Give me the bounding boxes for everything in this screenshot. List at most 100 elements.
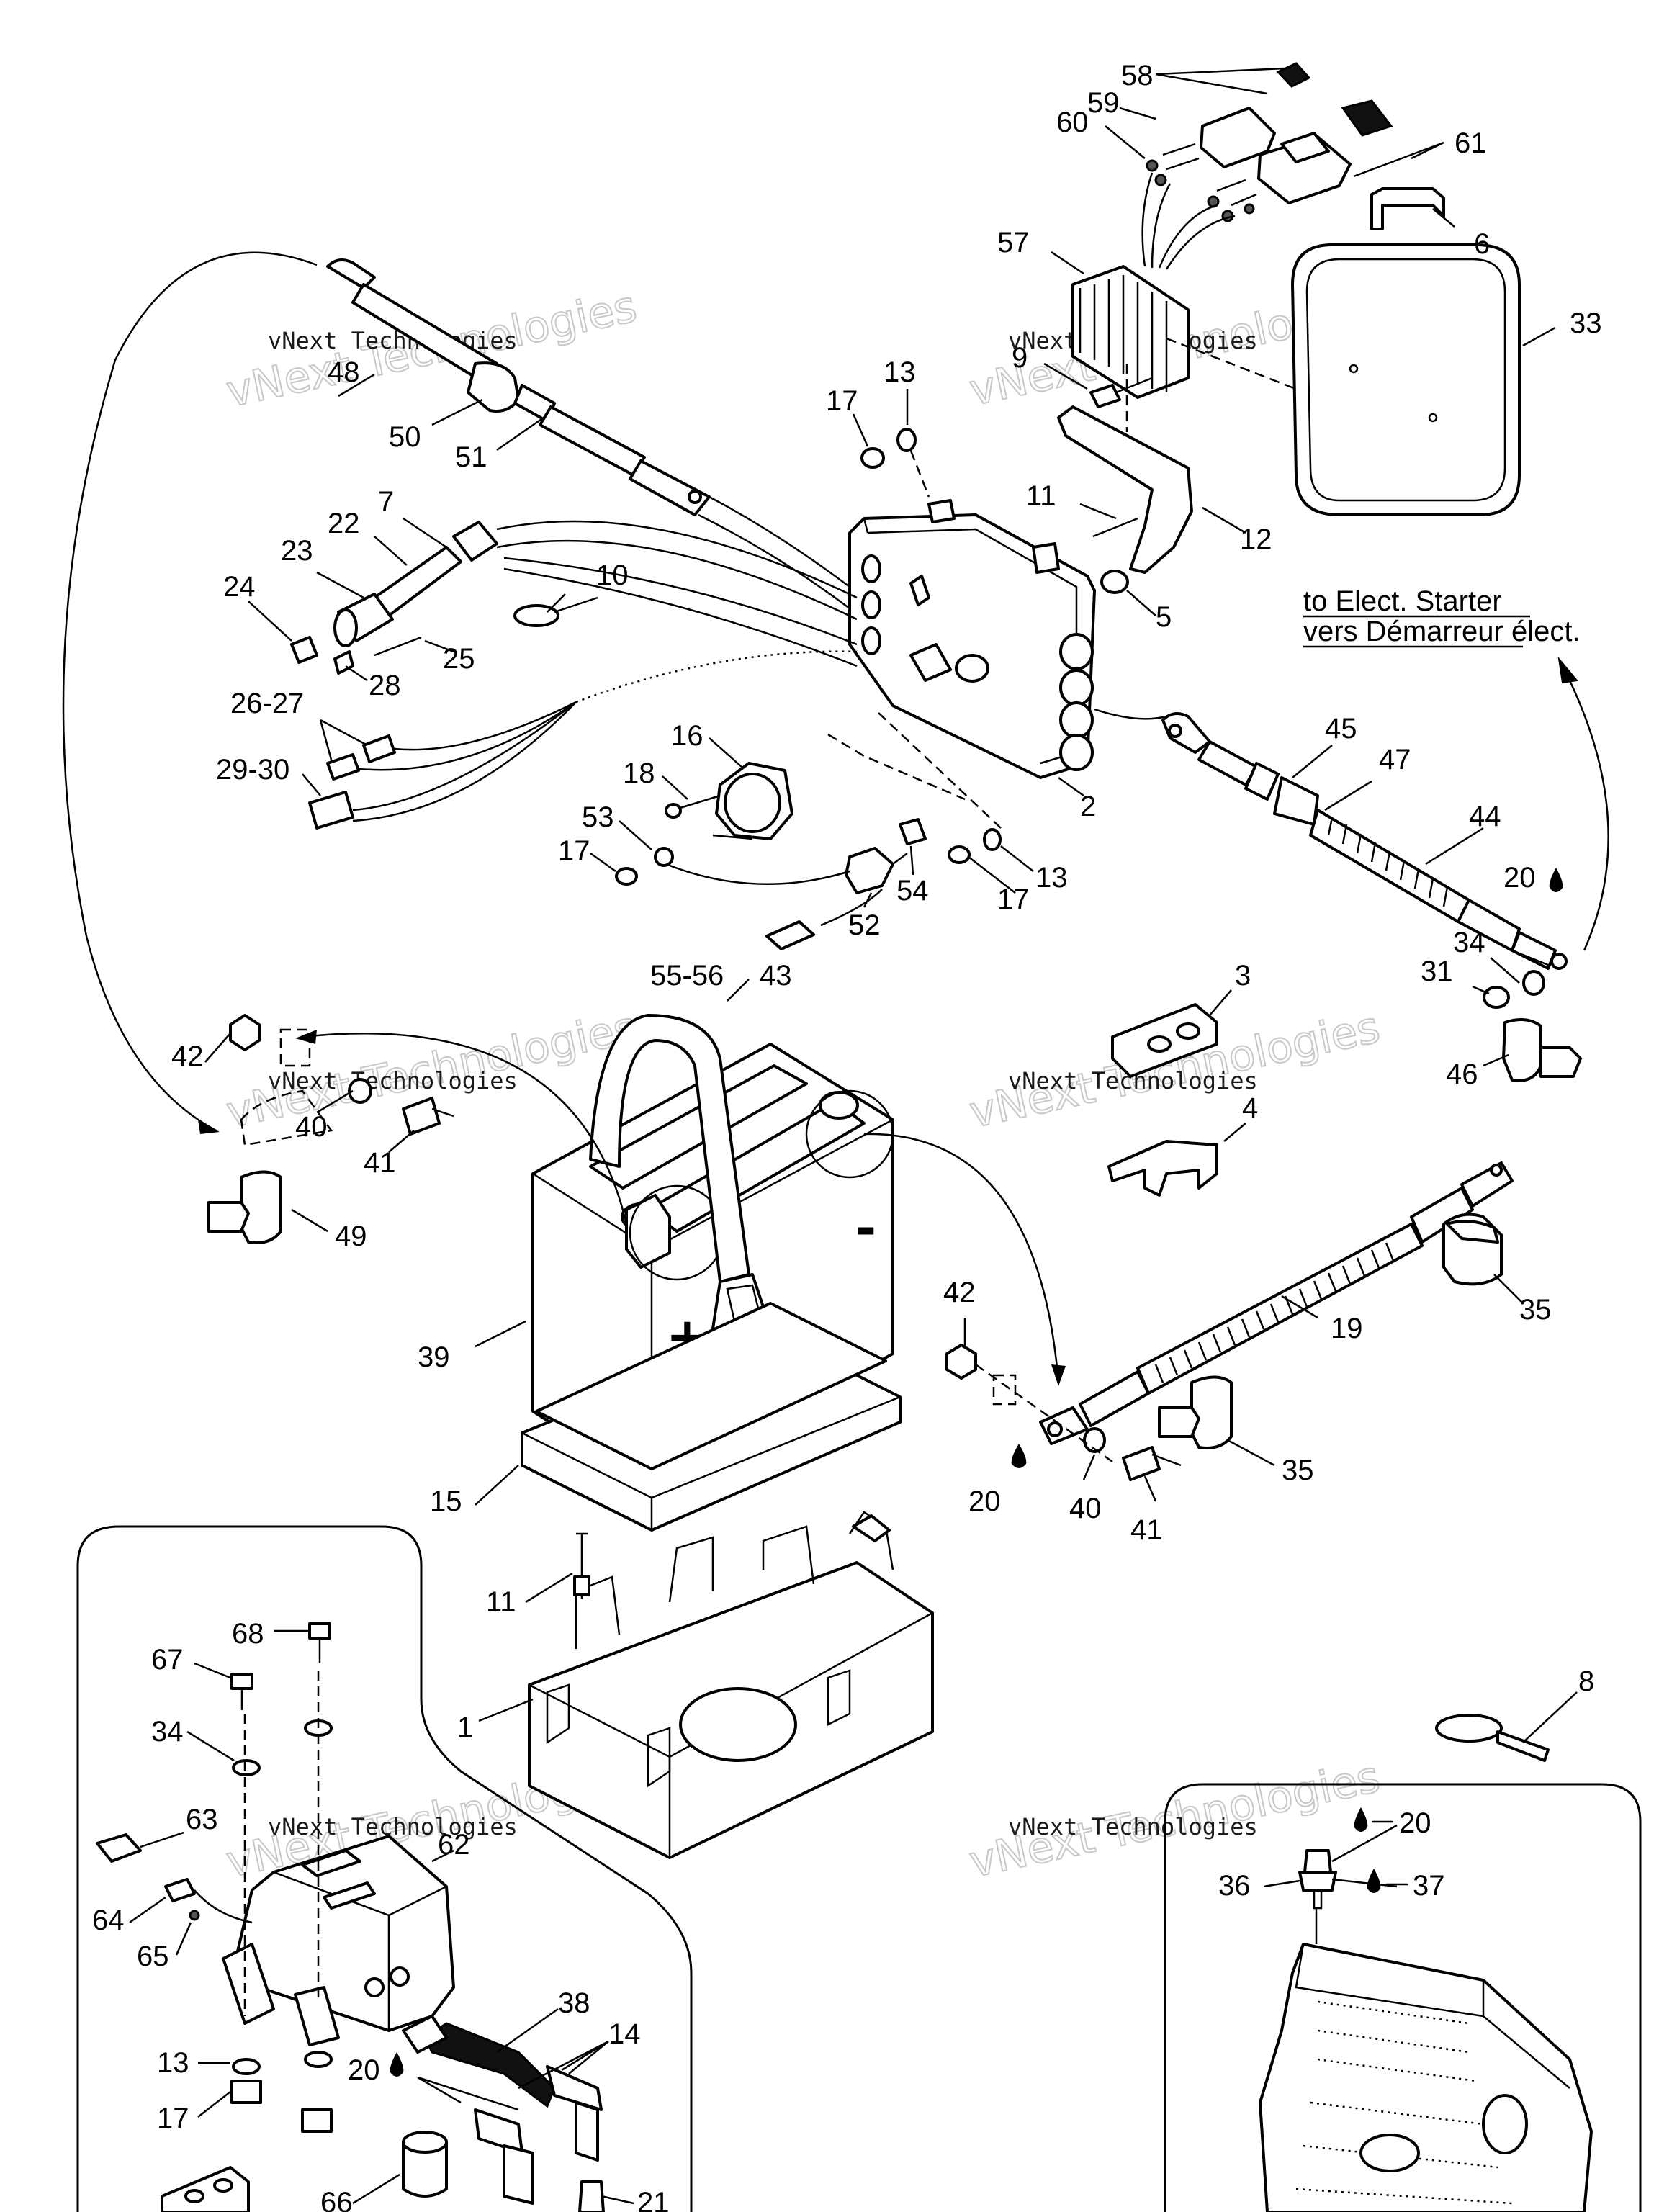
- arrow-head-negative: [1051, 1364, 1066, 1386]
- callout-2: 2: [1080, 791, 1096, 822]
- callout-64: 64: [92, 1905, 125, 1936]
- callout-67: 67: [151, 1644, 184, 1676]
- harness-22: [373, 520, 858, 667]
- callout-14: 14: [608, 2018, 641, 2050]
- starter-solenoid: [665, 762, 793, 840]
- callout-44: 44: [1469, 801, 1501, 832]
- fuse-54: [899, 818, 927, 845]
- bracket-12: [1057, 364, 1193, 574]
- inset-plug-21: [578, 2180, 605, 2212]
- boot-35-lower: [1158, 1375, 1233, 1449]
- callout-53: 53: [582, 801, 614, 833]
- connector-24: [290, 636, 318, 664]
- connector-23: [333, 593, 394, 647]
- callout-65: 65: [137, 1941, 169, 1972]
- arrow-negative-cable: [863, 1133, 1060, 1383]
- inset-starter-relay: [222, 1835, 455, 2046]
- cable-tie-10: [513, 596, 598, 627]
- callout-47: 47: [1379, 744, 1411, 775]
- callout-62: 62: [438, 1829, 470, 1861]
- callout-24: 24: [223, 571, 256, 603]
- cable-48-51: [326, 258, 850, 610]
- callout-25: 25: [443, 643, 475, 675]
- callout-51: 51: [455, 441, 487, 473]
- callout-40-right: 40: [1069, 1493, 1102, 1524]
- battery-pad-15: [521, 1302, 902, 1532]
- callout-35-upper: 35: [1519, 1294, 1552, 1326]
- inset-frame-left: [76, 1525, 693, 2212]
- callout-38: 38: [558, 1987, 590, 2019]
- callout-3: 3: [1235, 960, 1251, 992]
- box-mount-dash: [827, 712, 1002, 829]
- callout-17-right: 17: [997, 884, 1030, 915]
- callout-6: 6: [1474, 228, 1490, 260]
- holder-4: [1107, 1140, 1218, 1197]
- callout-17-upper: 17: [826, 385, 858, 417]
- fuse-holder-52: [665, 847, 908, 927]
- hardware-40-41-42-right: [945, 1344, 1182, 1481]
- inset-sensor-36: [1298, 1849, 1337, 1944]
- callout-60: 60: [1056, 107, 1089, 138]
- callout-10: 10: [596, 559, 629, 591]
- watermark-text: vNext Technologies: [268, 1067, 518, 1094]
- callout-48: 48: [328, 356, 360, 388]
- callout-18: 18: [623, 757, 655, 789]
- callout-13-upper: 13: [884, 356, 916, 388]
- callout-7: 7: [378, 486, 394, 518]
- callout-4: 4: [1242, 1092, 1258, 1124]
- nut-washer-31-34: [1483, 970, 1545, 1009]
- callout-17-left: 17: [558, 835, 590, 867]
- callout-52: 52: [848, 909, 881, 941]
- callout-40-left: 40: [295, 1111, 328, 1143]
- washer-53: [654, 847, 674, 867]
- boot-49: [207, 1170, 282, 1244]
- pin-11-lower: [573, 1532, 590, 1599]
- callout-19: 19: [1331, 1313, 1363, 1344]
- inset-engine: [1259, 1943, 1593, 2212]
- sleeve-55-56: [765, 920, 815, 950]
- nut-washer-right: [948, 828, 1002, 864]
- note-to-starter-en: to Elect. Starter: [1303, 585, 1502, 617]
- callout-20-engine: 20: [1399, 1807, 1431, 1839]
- callout-46: 46: [1446, 1058, 1478, 1090]
- callout-9: 9: [1012, 342, 1028, 374]
- callout-34-inset: 34: [151, 1716, 184, 1748]
- cable-19: [1039, 1161, 1514, 1445]
- cable-tie-8: [1435, 1714, 1550, 1762]
- callout-42-right: 42: [943, 1277, 976, 1308]
- cable-44-47: [1094, 708, 1568, 970]
- nut-washer-upper: [860, 428, 930, 498]
- callout-42-left: 42: [171, 1040, 204, 1072]
- callout-45: 45: [1325, 713, 1357, 745]
- callout-1: 1: [457, 1712, 473, 1743]
- callout-20-inset: 20: [348, 2054, 380, 2086]
- callout-26-27: 26-27: [230, 688, 304, 719]
- callout-61: 61: [1455, 127, 1487, 159]
- inset-block-bottom: [161, 2166, 250, 2212]
- callout-12: 12: [1240, 523, 1272, 555]
- pin-25: [374, 636, 422, 657]
- callout-39: 39: [418, 1341, 450, 1373]
- arrow-head-starter: [1557, 656, 1578, 684]
- arrow-head-left: [198, 1120, 220, 1134]
- watermark-text: vNext Technologies: [268, 1813, 518, 1840]
- callout-55-56: 55-56: [650, 960, 724, 992]
- callout-5: 5: [1156, 601, 1172, 633]
- screw-11-upper: [1092, 517, 1138, 538]
- callout-dashes: [1372, 1820, 1408, 1886]
- callout-20-battery: 20: [968, 1485, 1001, 1517]
- connector-block-3: [1111, 1003, 1218, 1078]
- callout-11-upper: 11: [1026, 480, 1056, 512]
- minus-sign: -: [855, 1199, 876, 1258]
- callout-58: 58: [1121, 60, 1154, 91]
- nut-5: [1100, 570, 1129, 594]
- arrow-head-positive: [295, 1030, 317, 1044]
- callout-28: 28: [369, 670, 401, 701]
- watermark-text: vNext Technologies: [268, 327, 518, 354]
- note-to-starter-fr: vers Démarreur élect.: [1303, 616, 1581, 647]
- callout-35-lower: 35: [1282, 1455, 1314, 1486]
- inset-connectors-63-65: [96, 1833, 253, 1924]
- drop-icon: [390, 868, 1563, 2077]
- callout-22: 22: [328, 508, 360, 539]
- regulator-wires: [1141, 172, 1236, 270]
